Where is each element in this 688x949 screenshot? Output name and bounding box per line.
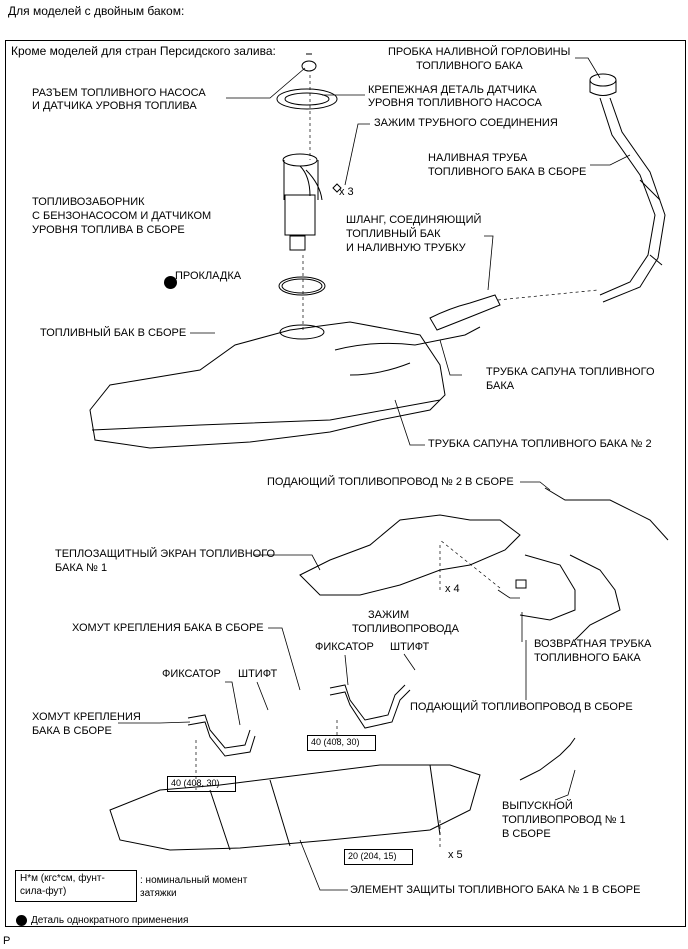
legend-torque-box — [15, 870, 137, 902]
label-pump-l1: ТОПЛИВОЗАБОРНИК — [32, 196, 145, 208]
label-pin-right: ШТИФТ — [390, 641, 430, 653]
fuel-pump-drawing — [282, 153, 323, 251]
label-main-tube2: ПОДАЮЩИЙ ТОПЛИВОПРОВОД № 2 В СБОРЕ — [267, 476, 514, 488]
label-connector-l1: РАЗЪЕМ ТОПЛИВНОГО НАСОСА — [32, 87, 206, 99]
label-band-left-l2: БАКА В СБОРЕ — [32, 725, 112, 737]
label-heat-l1: ТЕПЛОЗАЩИТНЫЙ ЭКРАН ТОПЛИВНОГО — [55, 548, 276, 560]
label-main-tube: ПОДАЮЩИЙ ТОПЛИВОПРОВОД В СБОРЕ — [410, 701, 633, 713]
label-pump-l2: С БЕНЗОНАСОСОМ И ДАТЧИКОМ — [32, 210, 212, 222]
legend-unit-desc-l2: затяжки — [140, 888, 177, 899]
label-return-l2: ТОПЛИВНОГО БАКА — [534, 652, 641, 664]
label-tube-clamp: ЗАЖИМ ТРУБНОГО СОЕДИНЕНИЯ — [374, 117, 558, 129]
main-tube-2-drawing — [544, 487, 669, 541]
label-connector-l2: И ДАТЧИКА УРОВНЯ ТОПЛИВА — [32, 100, 197, 112]
label-retainer-l1: КРЕПЕЖНАЯ ДЕТАЛЬ ДАТЧИКА — [368, 84, 537, 96]
label-outlet-l3: В СБОРЕ — [502, 828, 551, 840]
heat-insulator-drawing — [299, 514, 521, 596]
label-clip-left: ФИКСАТОР — [162, 668, 221, 680]
label-protector: ЭЛЕМЕНТ ЗАЩИТЫ ТОПЛИВНОГО БАКА № 1 В СБО… — [350, 884, 641, 896]
label-filler-pipe-l2: ТОПЛИВНОГО БАКА В СБОРЕ — [428, 166, 587, 178]
non-reusable-marker — [164, 276, 177, 289]
legend-non-reusable-dot — [16, 915, 27, 926]
label-return-l1: ВОЗВРАТНАЯ ТРУБКА — [534, 638, 652, 650]
filler-pipe-drawing — [599, 97, 666, 303]
subheader-title: Кроме моделей для стран Персидского зали… — [11, 44, 276, 58]
filler-hose-drawing — [429, 294, 501, 331]
label-breather-l2: БАКА — [486, 380, 515, 392]
label-fuel-clamp-l2: ТОПЛИВОПРОВОДА — [352, 623, 459, 635]
main-tube-drawing — [519, 554, 576, 621]
label-x3: x 3 — [339, 186, 354, 198]
label-outlet-l1: ВЫПУСКНОЙ — [502, 800, 573, 812]
legend-unit-l1: Н*м (кгс*см, фунт- — [20, 873, 105, 884]
legend-unit-l2: сила-фут) — [20, 886, 67, 897]
retainer-ring-drawing — [276, 88, 338, 110]
gasket-inner-drawing — [281, 278, 323, 294]
legend-unit-desc-l1: : номинальный момент — [140, 875, 248, 886]
label-pump-l3: УРОВНЯ ТОПЛИВА В СБОРЕ — [32, 224, 185, 236]
label-hose-l1: ШЛАНГ, СОЕДИНЯЮЩИЙ — [346, 214, 482, 226]
label-pin-left: ШТИФТ — [238, 668, 278, 680]
diagram-frame — [5, 40, 686, 927]
label-breather2: ТРУБКА САПУНА ТОПЛИВНОГО БАКА № 2 — [428, 438, 652, 450]
gasket-drawing — [278, 276, 326, 296]
label-gasket: ПРОКЛАДКА — [175, 270, 242, 282]
band-left-drawing — [187, 714, 251, 749]
torque-value-protector: 20 (204, 15) — [344, 849, 413, 865]
legend-non-reusable-text: Деталь однократного применения — [31, 915, 189, 926]
torque-value-band-right: 40 (408, 30) — [307, 735, 376, 751]
label-retainer-l2: УРОВНЯ ТОПЛИВНОГО НАСОСА — [368, 97, 542, 109]
tube-clamp-drawing — [332, 183, 342, 193]
pump-connector-drawing — [301, 53, 317, 72]
leader-lines — [118, 57, 631, 891]
fuel-tube-clamp-drawing — [515, 579, 527, 589]
label-fuel-clamp-l1: ЗАЖИМ — [368, 609, 410, 621]
label-x4: x 4 — [445, 583, 460, 595]
band-right-inner-drawing — [329, 689, 411, 729]
label-filler-pipe-l1: НАЛИВНАЯ ТРУБА — [428, 152, 528, 164]
label-band-top: ХОМУТ КРЕПЛЕНИЯ БАКА В СБОРЕ — [72, 622, 264, 634]
header-title: Для моделей с двойным баком: — [8, 4, 185, 18]
bottom-tank-drawing — [109, 764, 481, 851]
label-heat-l2: БАКА № 1 — [55, 562, 108, 574]
torque-value-band-left: 40 (408, 30) — [167, 776, 236, 792]
label-outlet-l2: ТОПЛИВОПРОВОД № 1 — [502, 814, 626, 826]
band-left-inner-drawing — [187, 721, 256, 757]
outlet-tube-drawing — [519, 737, 576, 781]
band-right-drawing — [329, 684, 406, 721]
return-tube-drawing — [569, 554, 621, 641]
label-x5: x 5 — [448, 849, 463, 861]
label-hose-l3: И НАЛИВНУЮ ТРУБКУ — [346, 242, 466, 254]
filler-cap-drawing — [589, 73, 617, 96]
label-tank: ТОПЛИВНЫЙ БАК В СБОРЕ — [40, 327, 187, 339]
assembly-lines — [195, 75, 599, 850]
label-breather-l1: ТРУБКА САПУНА ТОПЛИВНОГО — [486, 366, 655, 378]
fuel-tank-drawing — [89, 321, 481, 449]
label-band-left-l1: ХОМУТ КРЕПЛЕНИЯ — [32, 711, 141, 723]
footer-code: P — [3, 935, 11, 947]
label-filler-cap-l2: ТОПЛИВНОГО БАКА — [416, 60, 523, 72]
label-filler-cap-l1: ПРОБКА НАЛИВНОЙ ГОРЛОВИНЫ — [388, 46, 571, 58]
label-clip-right: ФИКСАТОР — [315, 641, 374, 653]
label-hose-l2: ТОПЛИВНЫЙ БАК — [346, 228, 441, 240]
